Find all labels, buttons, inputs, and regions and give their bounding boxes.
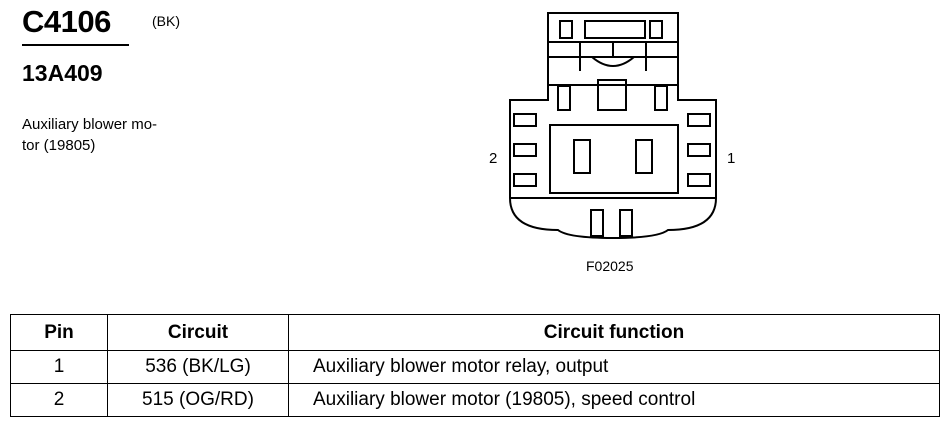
latch-window-left xyxy=(559,20,573,39)
header-circuit-function: Circuit function xyxy=(288,314,940,351)
cell-circuit-function: Auxiliary blower motor relay, output xyxy=(288,350,940,384)
upper-slot-center xyxy=(597,79,627,111)
left-key-1 xyxy=(513,113,537,127)
description-text: Auxiliary blower mo- tor (19805) xyxy=(22,116,158,154)
pin-table: Pin Circuit Circuit function 1 536 (BK/L… xyxy=(10,314,940,417)
cell-pin: 1 xyxy=(10,350,108,384)
cell-pin: 2 xyxy=(10,383,108,417)
pin-2-terminal xyxy=(573,139,591,174)
connector-face-drawing xyxy=(509,12,717,240)
connector-description: Auxiliary blower mo- tor (19805) xyxy=(22,114,192,156)
right-key-3 xyxy=(687,173,711,187)
header-pin: Pin xyxy=(10,314,108,351)
part-number: 13A409 xyxy=(22,60,103,86)
cell-circuit: 536 (BK/LG) xyxy=(107,350,289,384)
pin-1-terminal xyxy=(635,139,653,174)
terminal-cavity xyxy=(549,124,679,194)
right-key-1 xyxy=(687,113,711,127)
upper-slot-left xyxy=(557,85,571,111)
bottom-slot-left xyxy=(590,209,604,237)
cell-circuit-function: Auxiliary blower motor (19805), speed co… xyxy=(288,383,940,417)
pin-1-label: 1 xyxy=(727,150,736,167)
header-circuit: Circuit xyxy=(107,314,289,351)
connector-color: (BK) xyxy=(152,13,180,29)
upper-slot-right xyxy=(654,85,668,111)
bottom-slot-right xyxy=(619,209,633,237)
cell-circuit: 515 (OG/RD) xyxy=(107,383,289,417)
table-row: 2 515 (OG/RD) Auxiliary blower motor (19… xyxy=(10,383,940,417)
latch-tab xyxy=(584,20,646,39)
left-key-3 xyxy=(513,173,537,187)
latch-window-right xyxy=(649,20,663,39)
connector-id: C4106 xyxy=(22,4,111,39)
table-row: 1 536 (BK/LG) Auxiliary blower motor rel… xyxy=(10,350,940,384)
right-key-2 xyxy=(687,143,711,157)
pin-2-label: 2 xyxy=(489,150,498,167)
figure-id: F02025 xyxy=(586,258,634,274)
title-rule xyxy=(22,44,129,46)
table-header-row: Pin Circuit Circuit function xyxy=(10,314,940,351)
left-key-2 xyxy=(513,143,537,157)
